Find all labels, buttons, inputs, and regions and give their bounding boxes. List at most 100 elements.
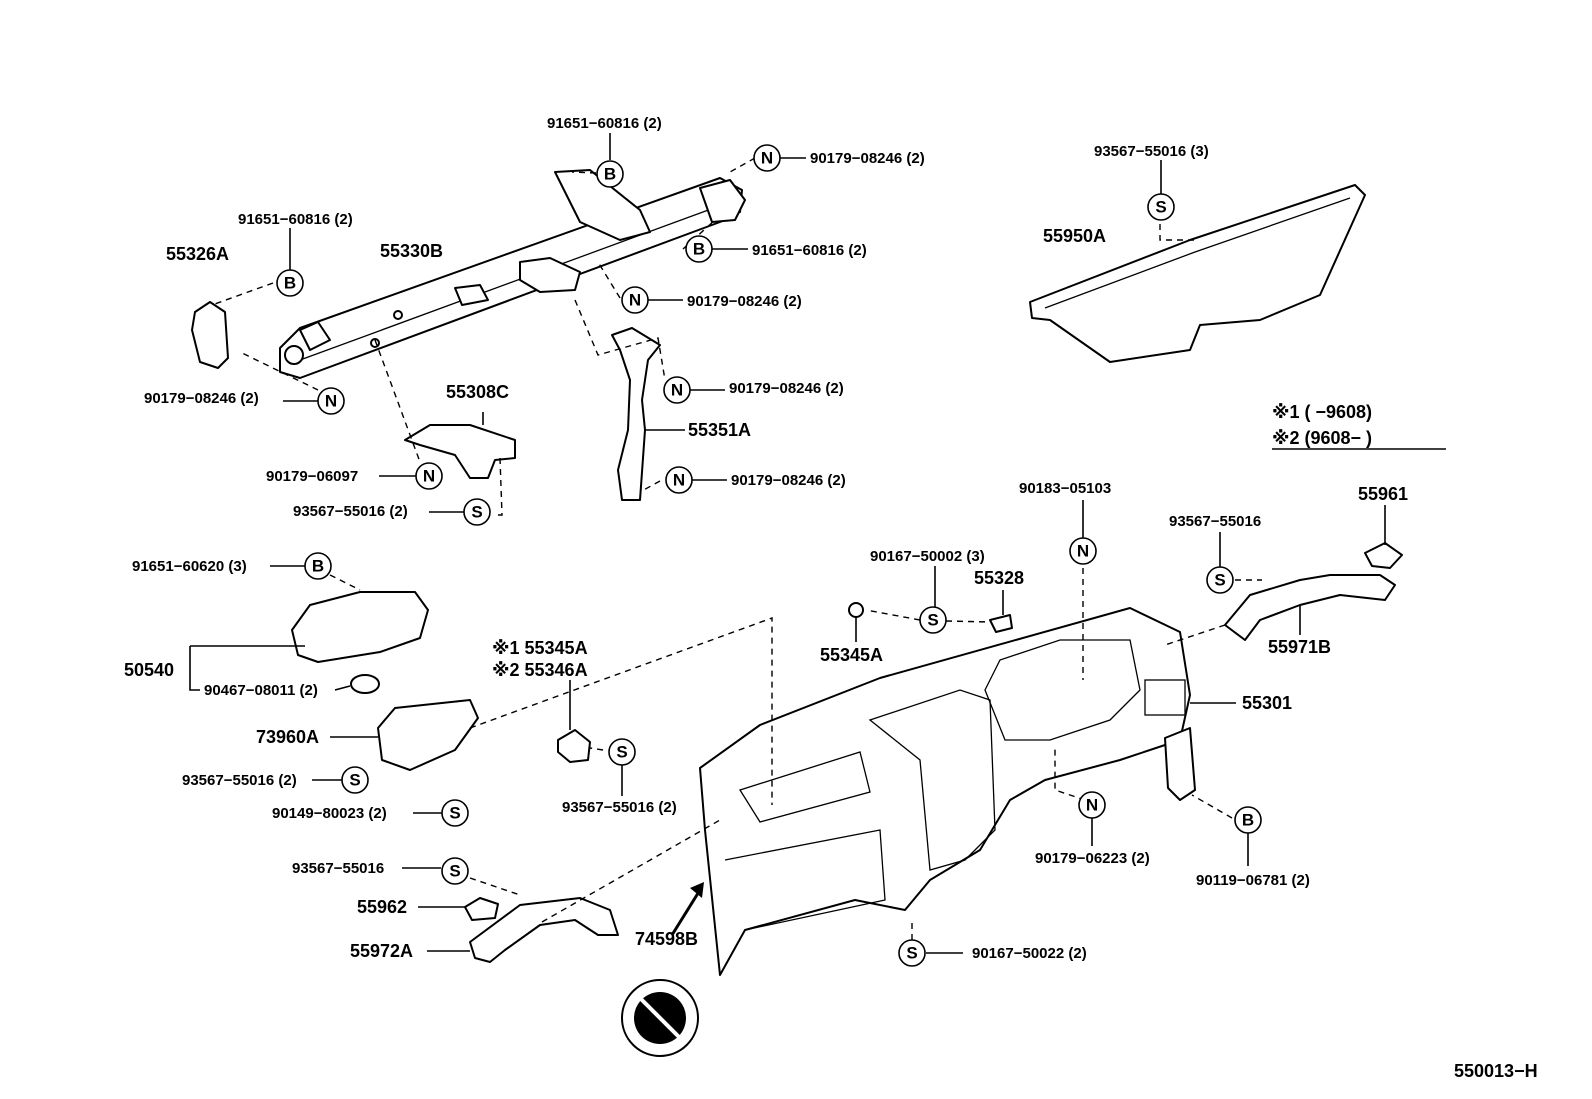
- marker-n-3: N: [317, 387, 345, 415]
- marker-s-6: S: [341, 766, 369, 794]
- label-55961: 55961: [1358, 484, 1408, 504]
- bumper-90467: [350, 674, 380, 694]
- airbag-module-73960a: [377, 699, 479, 771]
- grille-55961: [1364, 542, 1403, 569]
- marker-n-6: N: [665, 466, 693, 494]
- svg-text:S: S: [906, 944, 917, 963]
- defroster-nozzle-55950a: [1029, 184, 1366, 363]
- label-55308c: 55308C: [446, 382, 509, 402]
- marker-b-2: B: [685, 235, 713, 263]
- label-55346a: ※2 55346A: [492, 660, 588, 680]
- label-90179-08246-c: 90179−08246 (2): [144, 390, 259, 407]
- label-91651-60816-a: 91651−60816 (2): [547, 115, 662, 132]
- svg-text:B: B: [604, 165, 616, 184]
- label-73960a: 73960A: [256, 727, 319, 747]
- label-90179-06097: 90179−06097: [266, 468, 358, 485]
- bushing-55345a: [848, 602, 864, 618]
- label-90167-50002: 90167−50002 (3): [870, 548, 985, 565]
- label-90167-50022: 90167−50022 (2): [972, 945, 1087, 962]
- svg-text:S: S: [449, 804, 460, 823]
- marker-s-3: S: [1206, 566, 1234, 594]
- label-50540: 50540: [124, 660, 174, 680]
- svg-text:S: S: [1214, 571, 1225, 590]
- marker-n-2: N: [621, 286, 649, 314]
- marker-n-1: N: [753, 144, 781, 172]
- label-90179-08246-e: 90179−08246 (2): [731, 472, 846, 489]
- label-93567-55016-b: 93567−55016 (3): [1094, 143, 1209, 160]
- leader-lines: [189, 133, 1386, 954]
- svg-text:S: S: [927, 611, 938, 630]
- marker-s-7: S: [441, 799, 469, 827]
- label-55345a: 55345A: [820, 645, 883, 665]
- label-90179-08246-b: 90179−08246 (2): [687, 293, 802, 310]
- marker-s-9: S: [898, 939, 926, 967]
- marker-s-8: S: [441, 857, 469, 885]
- label-93567-55016-f: 93567−55016: [292, 860, 384, 877]
- marker-n-7: N: [1069, 537, 1097, 565]
- side-defroster-duct-55971b: [1224, 574, 1396, 641]
- label-90179-08246-d: 90179−08246 (2): [729, 380, 844, 397]
- brace-55351a: [611, 327, 661, 501]
- caution-label-74598b: [621, 882, 704, 1057]
- label-90179-06223: 90179−06223 (2): [1035, 850, 1150, 867]
- label-90119-06781: 90119−06781 (2): [1196, 872, 1310, 889]
- label-55972a: 55972A: [350, 941, 413, 961]
- svg-text:N: N: [325, 392, 337, 411]
- figure-code: 550013−H: [1454, 1061, 1538, 1081]
- svg-text:N: N: [671, 381, 683, 400]
- label-90149-80023: 90149−80023 (2): [272, 805, 387, 822]
- dashed-connectors: [211, 157, 1262, 940]
- svg-text:N: N: [629, 291, 641, 310]
- grille-55962: [464, 897, 499, 921]
- svg-text:S: S: [449, 862, 460, 881]
- label-55330b: 55330B: [380, 241, 443, 261]
- clip-55345a: [557, 729, 591, 763]
- svg-text:S: S: [616, 743, 627, 762]
- label-90179-08246-a: 90179−08246 (2): [810, 150, 925, 167]
- label-55301: 55301: [1242, 693, 1292, 713]
- label-90183-05103: 90183−05103: [1019, 480, 1111, 497]
- instrument-panel-reinforcement: [279, 169, 746, 379]
- brace-55308c: [404, 424, 516, 479]
- part-labels: 91651−60816 (2) 90179−08246 (2) 91651−60…: [124, 115, 1538, 1081]
- side-defroster-duct-55972a: [469, 897, 619, 963]
- marker-s-4: S: [919, 606, 947, 634]
- label-55326a: 55326A: [166, 244, 229, 264]
- label-55351a: 55351A: [688, 420, 751, 440]
- svg-text:S: S: [471, 503, 482, 522]
- svg-text:N: N: [423, 467, 435, 486]
- svg-text:S: S: [349, 771, 360, 790]
- label-90467-08011: 90467−08011 (2): [204, 682, 318, 699]
- note-1: ※1 ( −9608): [1272, 402, 1372, 422]
- svg-text:B: B: [284, 274, 296, 293]
- label-93567-55016-e: 93567−55016 (2): [562, 799, 677, 816]
- marker-s-5: S: [608, 738, 636, 766]
- label-55971b: 55971B: [1268, 637, 1331, 657]
- label-91651-60816-c: 91651−60816 (2): [238, 211, 353, 228]
- label-93567-55016-a: 93567−55016 (2): [293, 503, 408, 520]
- label-74598b: 74598B: [635, 929, 698, 949]
- marker-s-2: S: [1147, 193, 1175, 221]
- label-55328: 55328: [974, 568, 1024, 588]
- marker-b-5: B: [1234, 806, 1262, 834]
- marker-n-5: N: [415, 462, 443, 490]
- marker-b-4: B: [304, 552, 332, 580]
- label-91651-60816-b: 91651−60816 (2): [752, 242, 867, 259]
- svg-text:N: N: [1086, 796, 1098, 815]
- svg-text:N: N: [673, 471, 685, 490]
- marker-n-4: N: [663, 376, 691, 404]
- label-55962: 55962: [357, 897, 407, 917]
- svg-text:S: S: [1155, 198, 1166, 217]
- label-55345a-top: ※1 55345A: [492, 638, 588, 658]
- label-93567-55016-c: 93567−55016: [1169, 513, 1261, 530]
- marker-s-1: S: [463, 498, 491, 526]
- clip-55328: [989, 614, 1013, 633]
- bracket-55326a: [191, 301, 229, 369]
- label-93567-55016-d: 93567−55016 (2): [182, 772, 297, 789]
- label-91651-60620: 91651−60620 (3): [132, 558, 247, 575]
- marker-n-8: N: [1078, 791, 1106, 819]
- glove-box-door-50540: [291, 591, 429, 663]
- svg-text:B: B: [1242, 811, 1254, 830]
